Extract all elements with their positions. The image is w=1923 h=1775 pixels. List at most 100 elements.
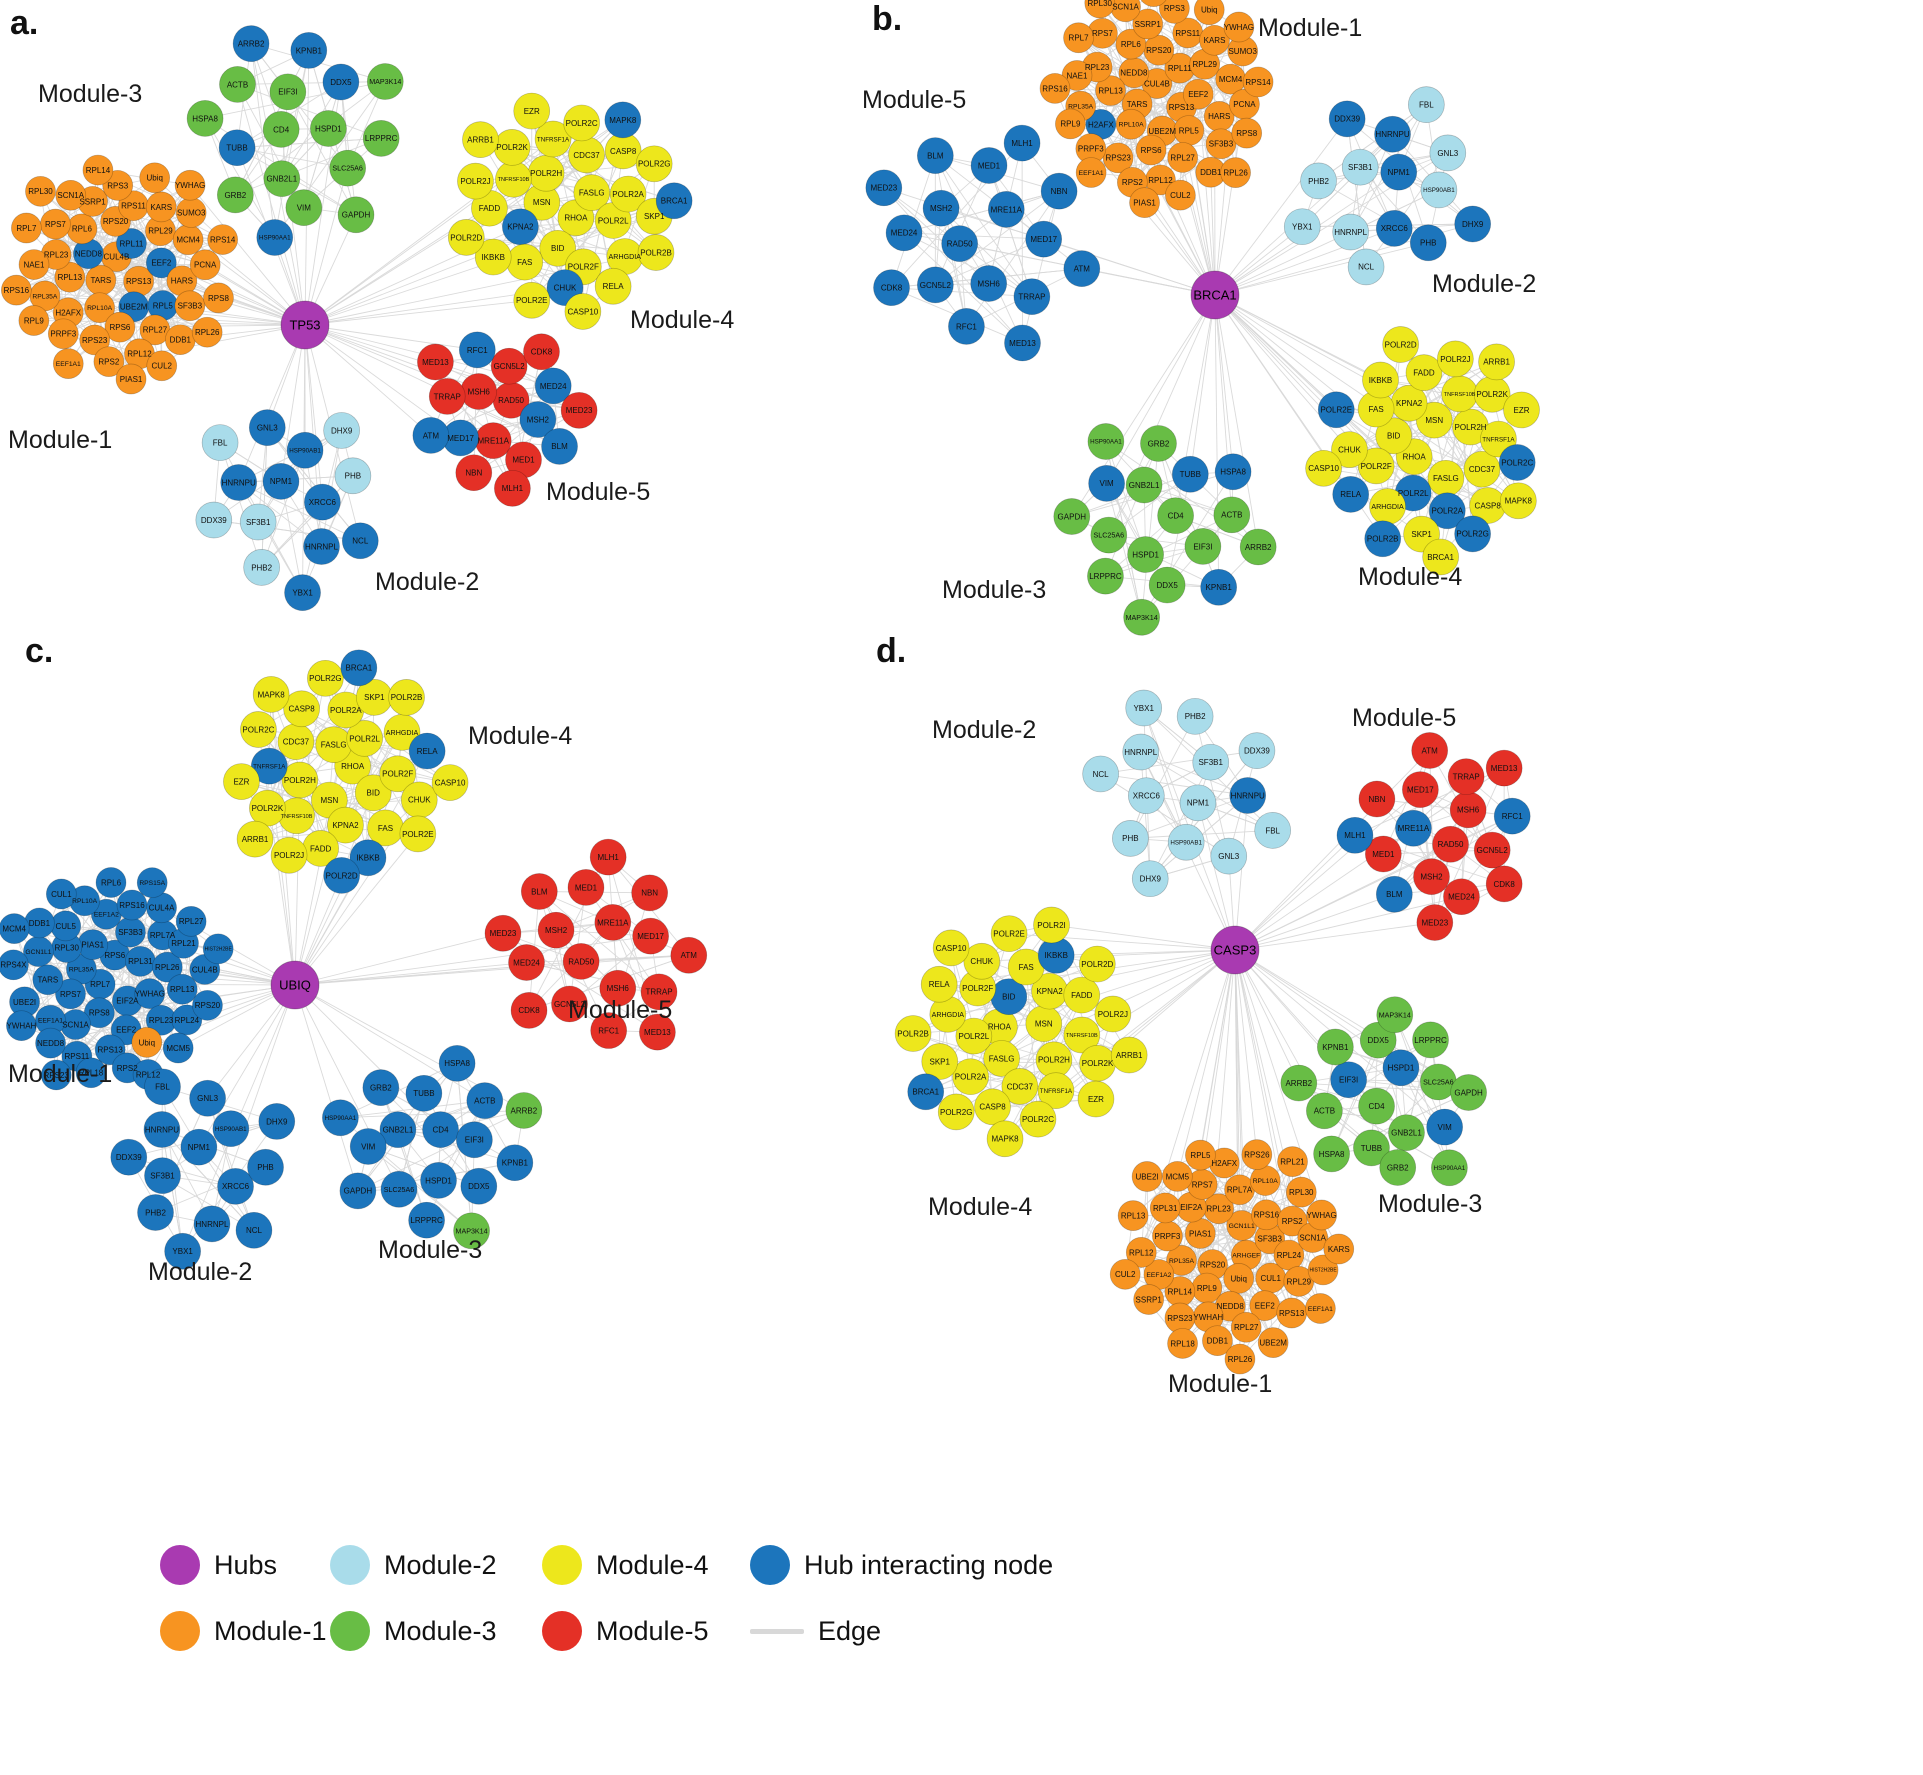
node-label: RPS23 (1167, 1314, 1193, 1323)
network-node (551, 985, 588, 1023)
network-node (408, 1201, 445, 1239)
legend-label: Module-5 (596, 1615, 709, 1646)
node-label: RPS8 (89, 1009, 110, 1018)
node-label: SSRP1 (1135, 20, 1162, 29)
node-label: PHB (1122, 834, 1138, 843)
network-node (431, 764, 469, 801)
network-node (632, 917, 669, 955)
hub-node (280, 300, 330, 350)
network-node (456, 1121, 493, 1159)
network-node (1140, 425, 1177, 462)
network-node (146, 350, 178, 382)
module-label: Module-4 (468, 722, 572, 750)
node-label: KARS (1204, 36, 1226, 45)
node-label: RPL13 (1121, 1211, 1146, 1220)
node-label: CUL2 (1170, 191, 1191, 200)
node-label: DHX9 (331, 426, 353, 435)
network-node (1422, 538, 1459, 576)
node-label: FBL (1419, 101, 1434, 110)
node-label: XRCC6 (222, 1182, 250, 1191)
node-label: HSPA8 (192, 114, 218, 123)
node-label: CD4 (433, 1125, 450, 1134)
node-label: RELA (1340, 490, 1362, 499)
node-label: MAPK8 (258, 690, 286, 699)
node-label: ACTB (474, 1097, 495, 1106)
node-label: FBL (1265, 826, 1280, 835)
node-label: GNB2L1 (383, 1126, 414, 1135)
node-label: GCN5L2 (1477, 846, 1509, 855)
node-label: KPNB1 (296, 46, 323, 55)
node-label: FBL (155, 1083, 170, 1092)
node-label: Ubiq (139, 1038, 155, 1047)
node-label: NEDD8 (37, 1039, 65, 1048)
node-label: RPS13 (126, 277, 152, 286)
network-node (1001, 1068, 1039, 1105)
nodes (1, 25, 693, 611)
node-label: EIF3I (1193, 542, 1212, 551)
network-node (258, 1103, 296, 1140)
network-node (1362, 361, 1399, 399)
node-label: RFC1 (598, 1026, 619, 1035)
network-node (269, 73, 307, 111)
node-label: MED13 (1009, 339, 1036, 348)
node-label: POLR2A (612, 190, 644, 199)
node-label: RPL30 (28, 187, 53, 196)
node-label: BID (1002, 993, 1016, 1002)
network-node (18, 249, 50, 280)
node-label: RPS4X (0, 961, 27, 970)
node-label: RPL29 (1192, 60, 1217, 69)
legend-item-hubs: Hubs (160, 1545, 330, 1585)
node-label: MED1 (575, 883, 598, 892)
network-node (428, 378, 466, 415)
network-node (220, 464, 258, 501)
node-label: RPL23 (1206, 1205, 1231, 1214)
node-label: PRPF3 (1155, 1232, 1181, 1241)
network-node (136, 867, 168, 899)
network-node (594, 904, 632, 941)
network-node (590, 1012, 628, 1049)
network-node (379, 1111, 417, 1149)
node-label: TNFRSF10B (281, 814, 313, 820)
node-label: TARS (90, 276, 111, 285)
node-label: PIAS1 (120, 375, 143, 384)
module-label: Module-3 (942, 576, 1046, 604)
network-node (457, 162, 494, 200)
panel-d: NPM1XRCC6SF3B1HSP90AB1HNRNPLHNRNPUPHBPHB… (876, 632, 1531, 1398)
node-label: EIF3I (1339, 1076, 1358, 1085)
network-node (1306, 1199, 1337, 1231)
node-label: HSPA8 (1220, 468, 1246, 477)
network-node (1053, 498, 1091, 535)
node-label: HSP90AB1 (215, 1126, 247, 1133)
node-label: RPL12 (1129, 1248, 1154, 1257)
node-label: UBE2I (13, 998, 36, 1007)
node-label: RPS2 (1282, 1217, 1303, 1226)
node-label: RHOA (988, 1023, 1012, 1032)
node-label: DHX9 (266, 1117, 288, 1126)
network-node (1242, 66, 1274, 98)
node-label: CDK8 (1493, 880, 1515, 889)
hub-label: TP53 (289, 318, 320, 333)
network-node (1159, 0, 1190, 24)
node-label: PHB (1420, 239, 1436, 248)
node-label: MED13 (644, 1028, 671, 1037)
node-label: RPL31 (128, 957, 153, 966)
node-label: HARS (1208, 112, 1230, 121)
node-label: MSH6 (978, 279, 1001, 288)
network-node (95, 867, 127, 898)
node-label: EIF3I (278, 88, 297, 97)
node-label: HARS (171, 277, 193, 286)
network-node (484, 914, 522, 952)
network-node (455, 454, 493, 492)
node-label: MSH6 (1457, 806, 1480, 815)
node-label: RPL26 (155, 963, 180, 972)
network-node (323, 857, 361, 894)
network-node (1499, 482, 1537, 520)
node-label: UBE2M (120, 303, 148, 312)
network-node (510, 992, 548, 1029)
node-label: KPNB1 (1322, 1043, 1349, 1052)
network-node (655, 182, 693, 220)
network-node (337, 196, 375, 234)
network-node (322, 1099, 359, 1137)
node-label: FAS (378, 824, 393, 833)
